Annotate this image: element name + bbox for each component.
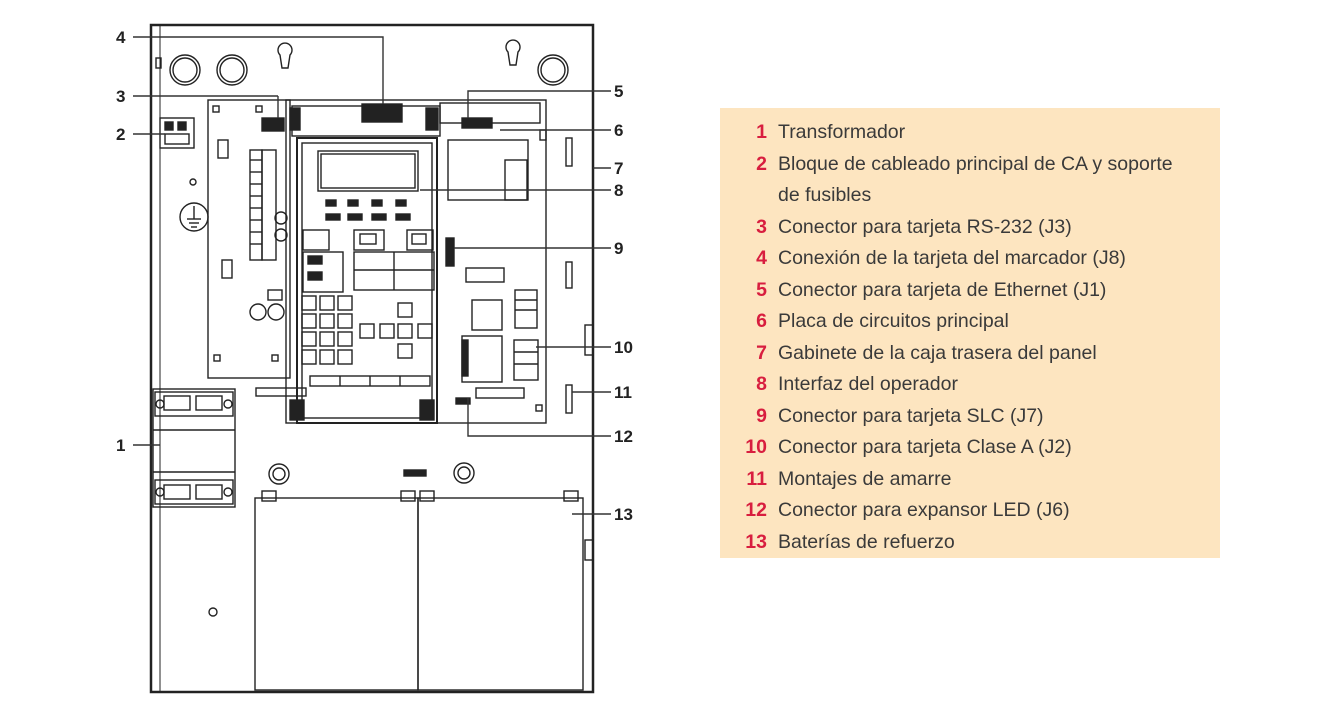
battery-right	[417, 497, 584, 691]
tie-wrap-mount	[565, 137, 573, 167]
legend-number: 1	[756, 121, 767, 143]
keypad	[301, 295, 433, 365]
legend-number: 7	[756, 341, 767, 364]
legend-item: 8 Interfaz del operador	[720, 369, 1220, 401]
class-a-connector	[461, 289, 539, 381]
led-indicators	[325, 199, 411, 221]
callout-number-8: 8	[614, 181, 623, 200]
led-expander-connector	[475, 387, 525, 399]
panel-diagram: 4 3 2 1 5 6 7 8 9 10 11 12 13	[116, 23, 633, 694]
legend-item: 4 Conexión de la tarjeta del marcador (J…	[720, 243, 1220, 275]
callout-number-4: 4	[116, 28, 126, 47]
keyhole	[277, 42, 293, 69]
legend-label: Interfaz del operador	[778, 373, 958, 395]
callout-number-1: 1	[116, 436, 125, 455]
ac-wiring-block	[159, 117, 195, 149]
backbox-enclosure	[149, 23, 595, 694]
legend-number: 6	[756, 310, 767, 332]
callout-number-12: 12	[614, 427, 633, 446]
legend-number: 12	[745, 499, 767, 521]
legend-item: 9 Conector para tarjeta SLC (J7)	[720, 401, 1220, 433]
callout-number-5: 5	[614, 82, 623, 101]
keyhole	[505, 39, 521, 66]
left-board	[207, 99, 291, 379]
legend-number: 3	[756, 215, 767, 238]
lcd-display	[317, 150, 419, 192]
knockout	[537, 54, 569, 86]
callout-number-13: 13	[614, 505, 633, 524]
legend-label: Transformador	[778, 121, 906, 143]
callout-number-2: 2	[116, 125, 125, 144]
callout-number-10: 10	[614, 338, 633, 357]
legend-number: 5	[756, 278, 767, 301]
legend-item: 12 Conector para expansor LED (J6)	[720, 495, 1220, 527]
legend-item: 1 Transformador	[720, 117, 1220, 149]
legend-item: 6 Placa de circuitos principal	[720, 306, 1220, 338]
legend-item: 13 Baterías de refuerzo	[720, 527, 1220, 559]
legend-label: Baterías de refuerzo	[778, 530, 955, 553]
operator-interface	[296, 137, 438, 424]
main-circuit-board	[285, 99, 547, 424]
legend-label: Conector para tarjeta Clase A (J2)	[778, 436, 1072, 458]
rs232-connector	[261, 117, 285, 132]
transformer	[152, 388, 236, 508]
callout-number-3: 3	[116, 87, 125, 106]
legend-number: 2	[756, 152, 767, 175]
battery-left	[254, 497, 419, 691]
legend-label: Placa de circuitos principal	[778, 310, 1009, 332]
legend-label: Bloque de cableado principal de CA y sop…	[778, 152, 1173, 207]
legend-item: 3 Conector para tarjeta RS-232 (J3)	[720, 212, 1220, 244]
slc-connector	[445, 237, 455, 267]
legend-number: 11	[746, 467, 767, 490]
tie-wrap-mount	[565, 384, 573, 414]
legend-number: 9	[756, 404, 767, 427]
legend-label: Montajes de amarre	[778, 467, 952, 490]
legend-number: 10	[745, 436, 767, 458]
legend-label: Conexión de la tarjeta del marcador (J8)	[778, 247, 1126, 269]
legend-label: Conector para expansor LED (J6)	[778, 499, 1070, 521]
callout-number-6: 6	[614, 121, 623, 140]
dialer-connector	[361, 103, 403, 123]
function-keys	[302, 229, 435, 293]
callout-number-11: 11	[614, 383, 632, 402]
knockout	[216, 54, 248, 86]
legend-item: 7 Gabinete de la caja trasera del panel	[720, 338, 1220, 370]
legend-item: 2 Bloque de cableado principal de CA y s…	[720, 149, 1220, 212]
callout-number-9: 9	[614, 239, 623, 258]
legend-item: 10 Conector para tarjeta Clase A (J2)	[720, 432, 1220, 464]
legend-label: Conector para tarjeta SLC (J7)	[778, 404, 1044, 427]
legend-label: Conector para tarjeta de Ethernet (J1)	[778, 278, 1107, 301]
legend-label: Conector para tarjeta RS-232 (J3)	[778, 215, 1072, 238]
legend-item: 11 Montajes de amarre	[720, 464, 1220, 496]
callout-number-7: 7	[614, 159, 623, 178]
terminal-strip	[249, 149, 263, 261]
legend-item: 5 Conector para tarjeta de Ethernet (J1)	[720, 275, 1220, 307]
legend-number: 8	[756, 373, 767, 395]
legend-number: 4	[756, 247, 767, 269]
legend-box: 1 Transformador 2 Bloque de cableado pri…	[720, 108, 1220, 558]
knockout	[169, 54, 201, 86]
legend-number: 13	[745, 530, 767, 553]
legend-label: Gabinete de la caja trasera del panel	[778, 341, 1097, 364]
